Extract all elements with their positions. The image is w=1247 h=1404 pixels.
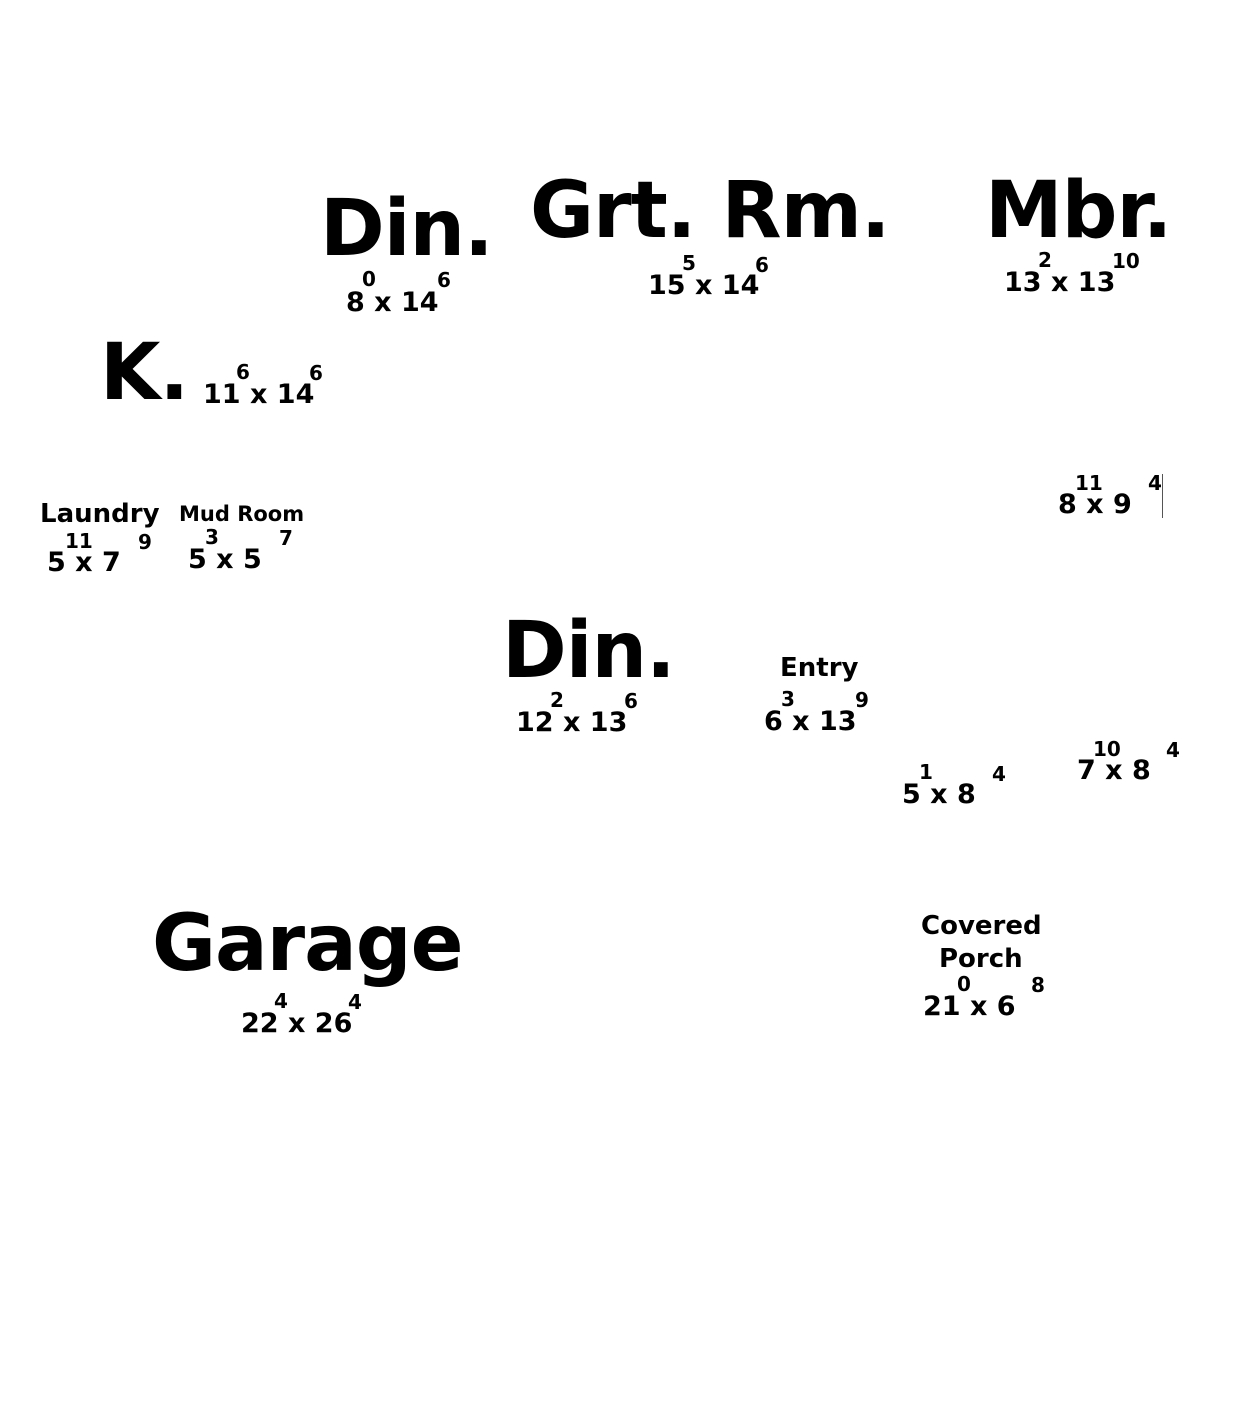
room-label-entry: Entry bbox=[780, 653, 859, 683]
dim-width-inches: 3 bbox=[781, 687, 795, 711]
room-dims-din-lower: 12 x 13 bbox=[516, 707, 628, 738]
dim-depth-inches: 9 bbox=[855, 688, 869, 712]
dim-depth-inches: 4 bbox=[992, 762, 1006, 786]
room-dims-master-bedroom: 13 x 13 bbox=[1004, 267, 1116, 298]
room-dims-great-room: 15 x 14 bbox=[648, 270, 760, 301]
room-label-master-bedroom: Mbr. bbox=[985, 166, 1172, 256]
dim-depth-inches: 8 bbox=[1031, 973, 1045, 997]
room-label-covered-porch-line2: Porch bbox=[939, 944, 1023, 974]
dim-depth-inches: 7 bbox=[279, 526, 293, 550]
room-dims-entry: 6 x 13 bbox=[764, 706, 857, 737]
dim-width-inches: 5 bbox=[682, 251, 696, 275]
dim-width-inches: 11 bbox=[1075, 471, 1103, 495]
dim-width-inches: 2 bbox=[1038, 248, 1052, 272]
room-dims-5x8: 5 x 8 bbox=[902, 779, 976, 810]
room-label-covered-porch-line1: Covered bbox=[921, 911, 1042, 941]
dim-width-inches: 3 bbox=[205, 525, 219, 549]
room-dims-din-upper: 8 x 14 bbox=[346, 287, 439, 318]
dim-width-inches: 11 bbox=[65, 529, 93, 553]
room-label-din-upper: Din. bbox=[320, 184, 494, 274]
room-dims-8x9: 8 x 9 bbox=[1058, 489, 1132, 520]
dim-depth-inches: 6 bbox=[437, 268, 451, 292]
room-dims-mud-room: 5 x 5 bbox=[188, 544, 262, 575]
room-dims-laundry: 5 x 7 bbox=[47, 547, 121, 578]
dim-depth-inches: 6 bbox=[309, 361, 323, 385]
dim-width-inches: 4 bbox=[274, 989, 288, 1013]
dim-depth-inches: 6 bbox=[755, 253, 769, 277]
room-dims-7x8: 7 x 8 bbox=[1077, 755, 1151, 786]
dim-depth-inches: 4 bbox=[348, 990, 362, 1014]
room-dims-kitchen: 11 x 14 bbox=[203, 379, 315, 410]
dim-depth-inches: 6 bbox=[624, 689, 638, 713]
room-label-kitchen: K. bbox=[100, 328, 189, 418]
dim-width-inches: 6 bbox=[236, 360, 250, 384]
room-label-garage: Garage bbox=[152, 899, 463, 989]
dim-width-inches: 0 bbox=[957, 972, 971, 996]
dim-depth-inches: 10 bbox=[1112, 249, 1140, 273]
room-label-great-room: Grt. Rm. bbox=[530, 166, 891, 256]
room-label-mud-room: Mud Room bbox=[179, 502, 305, 526]
room-dims-covered-porch: 21 x 6 bbox=[923, 991, 1016, 1022]
dim-width-inches: 0 bbox=[362, 267, 376, 291]
room-dims-garage: 22 x 26 bbox=[241, 1008, 353, 1039]
dim-depth-inches: 4 bbox=[1166, 738, 1180, 762]
dim-width-inches: 2 bbox=[550, 688, 564, 712]
dim-depth-inches: 9 bbox=[138, 530, 152, 554]
room-label-din-lower: Din. bbox=[502, 606, 676, 696]
room-label-laundry: Laundry bbox=[40, 499, 160, 529]
dim-width-inches: 1 bbox=[919, 760, 933, 784]
dim-depth-inches: 4 bbox=[1148, 471, 1162, 495]
wall-tick bbox=[1162, 474, 1163, 518]
dim-width-inches: 10 bbox=[1093, 737, 1121, 761]
